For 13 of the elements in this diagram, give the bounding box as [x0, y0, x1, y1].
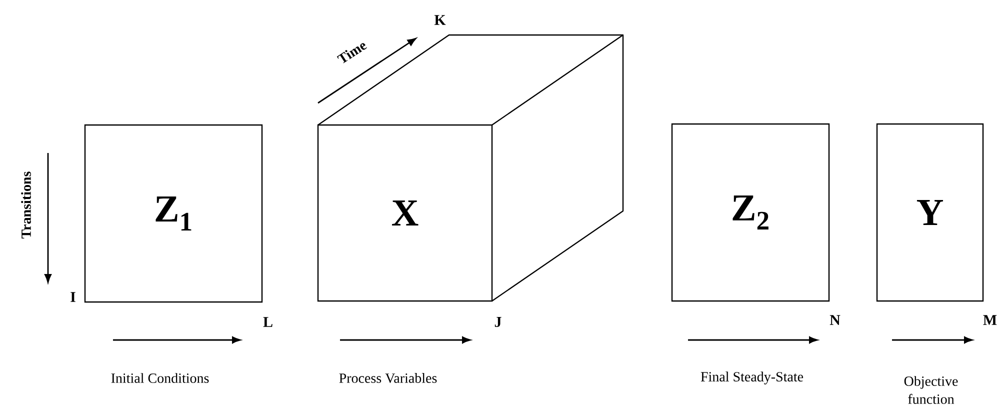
corner-letter: J: [494, 317, 502, 327]
matrix-box: Z$_{2}$: [671, 123, 830, 302]
axis-label: Transitions: [21, 172, 31, 238]
matrix-box: Y: [876, 123, 984, 302]
corner-letter: M: [983, 315, 997, 325]
corner-letter: L: [263, 317, 272, 327]
axis-label: Process Variables: [339, 373, 437, 383]
axis-label: Initial Conditions: [111, 373, 209, 383]
axis-label: Final Steady-State: [700, 372, 804, 384]
corner-letter: N: [830, 315, 840, 325]
axis-label: Objective function: [904, 376, 958, 404]
matrix-box: Z$_{1}$: [84, 124, 263, 303]
axis-label: Time: [336, 43, 367, 64]
